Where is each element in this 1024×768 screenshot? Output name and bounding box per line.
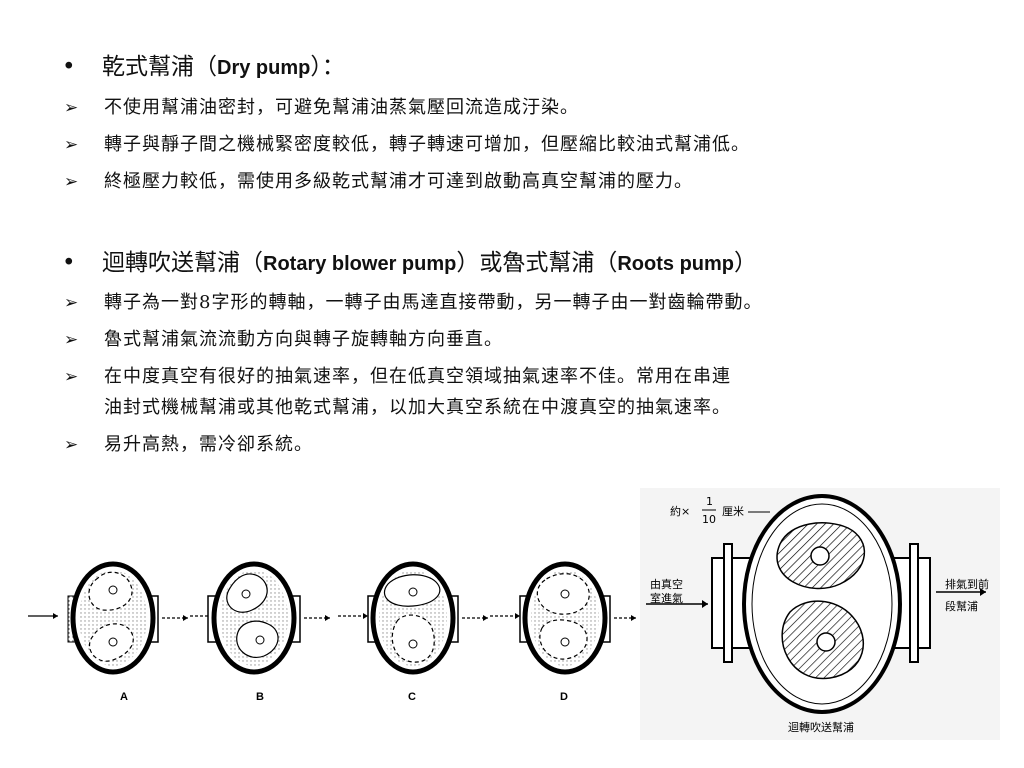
- heading-latin: Rotary blower pump: [263, 253, 457, 275]
- heading-latin: Dry pump: [217, 57, 311, 79]
- stage-label: B: [256, 691, 264, 703]
- list-item-text: 不使用幫浦油密封，可避免幫浦油蒸氣壓回流造成汙染。: [104, 97, 579, 118]
- heading-cjk: 乾式幫浦（: [102, 54, 217, 80]
- rotary-blower-pump-figure: 約× 1 10 厘米 由真空 室進氣 排氣到前 段幫浦 迴轉吹送幫浦: [640, 488, 1000, 740]
- arrow-bullet-icon: ➢: [64, 98, 80, 118]
- stage-d-diagram: [490, 561, 636, 675]
- clearance-denominator: 10: [702, 513, 716, 526]
- heading-cjk: ）或魯式幫浦（: [456, 250, 618, 276]
- stage-label: A: [120, 691, 128, 703]
- list-item-text: 轉子為一對8字形的轉軸，一轉子由馬達直接帶動，另一轉子由一對齒輪帶動。: [104, 292, 763, 313]
- list-item-text: 在中度真空有很好的抽氣速率，但在低真空領域抽氣速率不佳。常用在串連: [104, 366, 731, 387]
- list-item-text: 油封式機械幫浦或其他乾式幫浦，以加大真空系統在中渡真空的抽氣速率。: [104, 397, 731, 418]
- list-item-text: 終極壓力較低，需使用多級乾式幫浦才可達到啟動高真空幫浦的壓力。: [104, 171, 693, 192]
- inlet-label-line2: 室進氣: [650, 591, 683, 605]
- stage-c-diagram: [338, 561, 488, 675]
- clearance-prefix: 約×: [670, 504, 690, 518]
- stage-b-diagram: [190, 561, 330, 675]
- bullet-dot: •: [62, 250, 76, 276]
- heading-end: ）：: [310, 54, 345, 80]
- clearance-unit: 厘米: [722, 505, 744, 518]
- arrow-bullet-icon: ➢: [64, 135, 80, 155]
- section1-heading-text: 乾式幫浦（Dry pump）：: [102, 52, 345, 83]
- arrow-bullet-icon: ➢: [64, 293, 80, 313]
- heading-cjk: 迴轉吹送幫浦（: [102, 250, 263, 276]
- arrow-bullet-icon: ➢: [64, 367, 80, 387]
- list-item-text: 魯式幫浦氣流流動方向與轉子旋轉軸方向垂直。: [104, 329, 503, 350]
- stage-a-diagram: [28, 561, 188, 675]
- heading-latin: Roots pump: [617, 253, 735, 275]
- inlet-label-line1: 由真空: [650, 577, 683, 591]
- stage-label: D: [560, 691, 568, 703]
- roots-pump-stages-figure: A B C D: [28, 561, 636, 703]
- stage-label: C: [408, 691, 416, 703]
- arrow-bullet-icon: ➢: [64, 172, 80, 192]
- heading-end: ）: [734, 250, 758, 276]
- figure-caption: 迴轉吹送幫浦: [788, 720, 854, 734]
- list-item-text: 易升高熱，需冷卻系統。: [104, 434, 313, 455]
- outlet-label-line2: 段幫浦: [945, 599, 978, 613]
- clearance-numerator: 1: [706, 495, 713, 508]
- list-item-text: 轉子與靜子間之機械緊密度較低，轉子轉速可增加，但壓縮比較油式幫浦低。: [104, 134, 750, 155]
- arrow-bullet-icon: ➢: [64, 330, 80, 350]
- outlet-label-line1: 排氣到前: [945, 577, 989, 591]
- section2-heading-text: 迴轉吹送幫浦（Rotary blower pump）或魯式幫浦（Roots pu…: [102, 248, 757, 279]
- bullet-dot: •: [62, 54, 76, 80]
- arrow-bullet-icon: ➢: [64, 435, 80, 455]
